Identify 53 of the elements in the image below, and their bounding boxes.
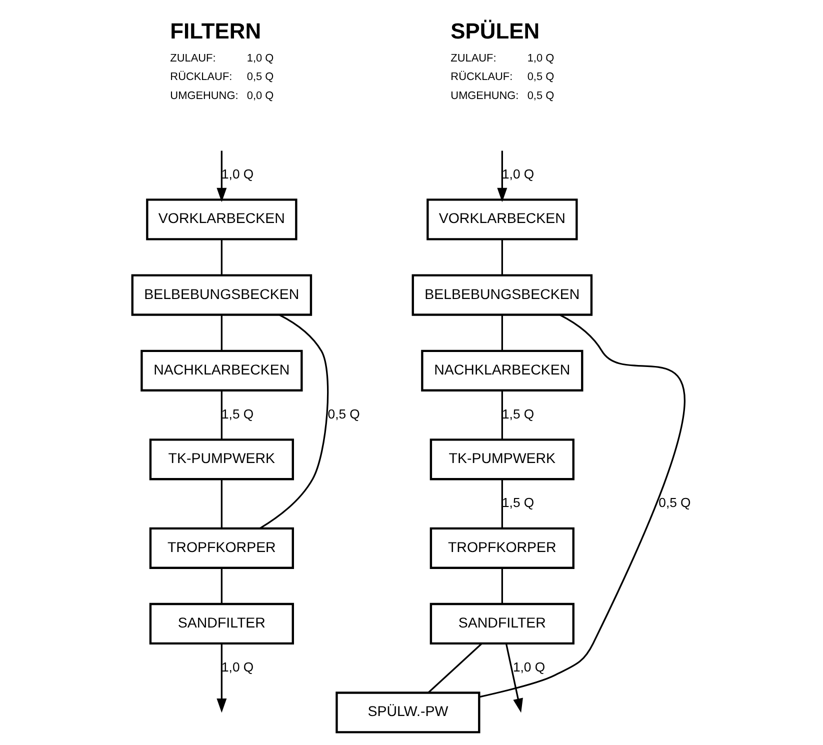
- edge-label: 1,0 Q: [512, 660, 546, 675]
- connector: [220, 315, 222, 350]
- node-box: TK-PUMPWERK: [430, 438, 574, 480]
- connector: [220, 239, 222, 275]
- edge-label: 0,5 Q: [328, 406, 360, 422]
- label: RÜCKLAUF:: [170, 71, 232, 84]
- edge-label: 1,0 Q: [502, 166, 534, 182]
- node-box: SANDFILTER: [430, 602, 574, 645]
- node-box: SPÜLW.-PW: [336, 692, 480, 734]
- label: RÜCKLAUF:: [450, 71, 513, 84]
- node-box: VORKLARBECKEN: [426, 198, 578, 240]
- connector: [220, 479, 222, 528]
- arrow: [216, 644, 227, 713]
- edge-label: 1,0 Q: [222, 166, 254, 182]
- node-box: SANDFILTER: [149, 602, 294, 645]
- arrow: [216, 150, 227, 202]
- node-box: TROPFKORPER: [430, 527, 574, 569]
- connector: [501, 315, 503, 350]
- edge-label: 1,0 Q: [222, 660, 254, 675]
- node-box: VORKLARBECKEN: [146, 198, 298, 240]
- node-box: TROPFKORPER: [149, 527, 294, 569]
- edge-label: 1,5 Q: [502, 406, 534, 422]
- connector: [501, 479, 503, 528]
- connector: [220, 568, 222, 604]
- label: ZULAUF:: [170, 52, 216, 65]
- label: SPÜLEN: [450, 18, 540, 44]
- label: 1,0 Q: [527, 52, 554, 65]
- label: 0,5 Q: [246, 71, 274, 84]
- label: 1,0 Q: [246, 52, 274, 65]
- label: 0,5 Q: [527, 71, 554, 84]
- connector: [501, 568, 503, 604]
- node-box: BELBEBUNGSBECKEN: [131, 274, 312, 316]
- connector: [501, 390, 503, 440]
- edge-label: 0,5 Q: [658, 495, 691, 510]
- label: ZULAUF:: [450, 52, 496, 65]
- node-box: NACHKLARBECKEN: [140, 350, 303, 392]
- label: 0,0 Q: [246, 90, 274, 102]
- label: UMGEHUNG:: [170, 90, 238, 102]
- node-box: BELBEBUNGSBECKEN: [412, 274, 593, 316]
- label: 0,5 Q: [527, 90, 554, 102]
- label: FILTERN: [170, 18, 262, 44]
- node-box: TK-PUMPWERK: [149, 438, 294, 480]
- arrow: [505, 643, 523, 713]
- connector: [428, 643, 482, 694]
- label: UMGEHUNG:: [450, 90, 519, 102]
- arrow: [497, 150, 508, 202]
- connector: [220, 390, 222, 440]
- edge-label: 1,5 Q: [222, 406, 254, 422]
- node-box: NACHKLARBECKEN: [421, 350, 584, 392]
- connector: [260, 314, 329, 529]
- connector: [479, 314, 685, 698]
- connector: [501, 239, 503, 275]
- edge-label: 1,5 Q: [502, 495, 534, 510]
